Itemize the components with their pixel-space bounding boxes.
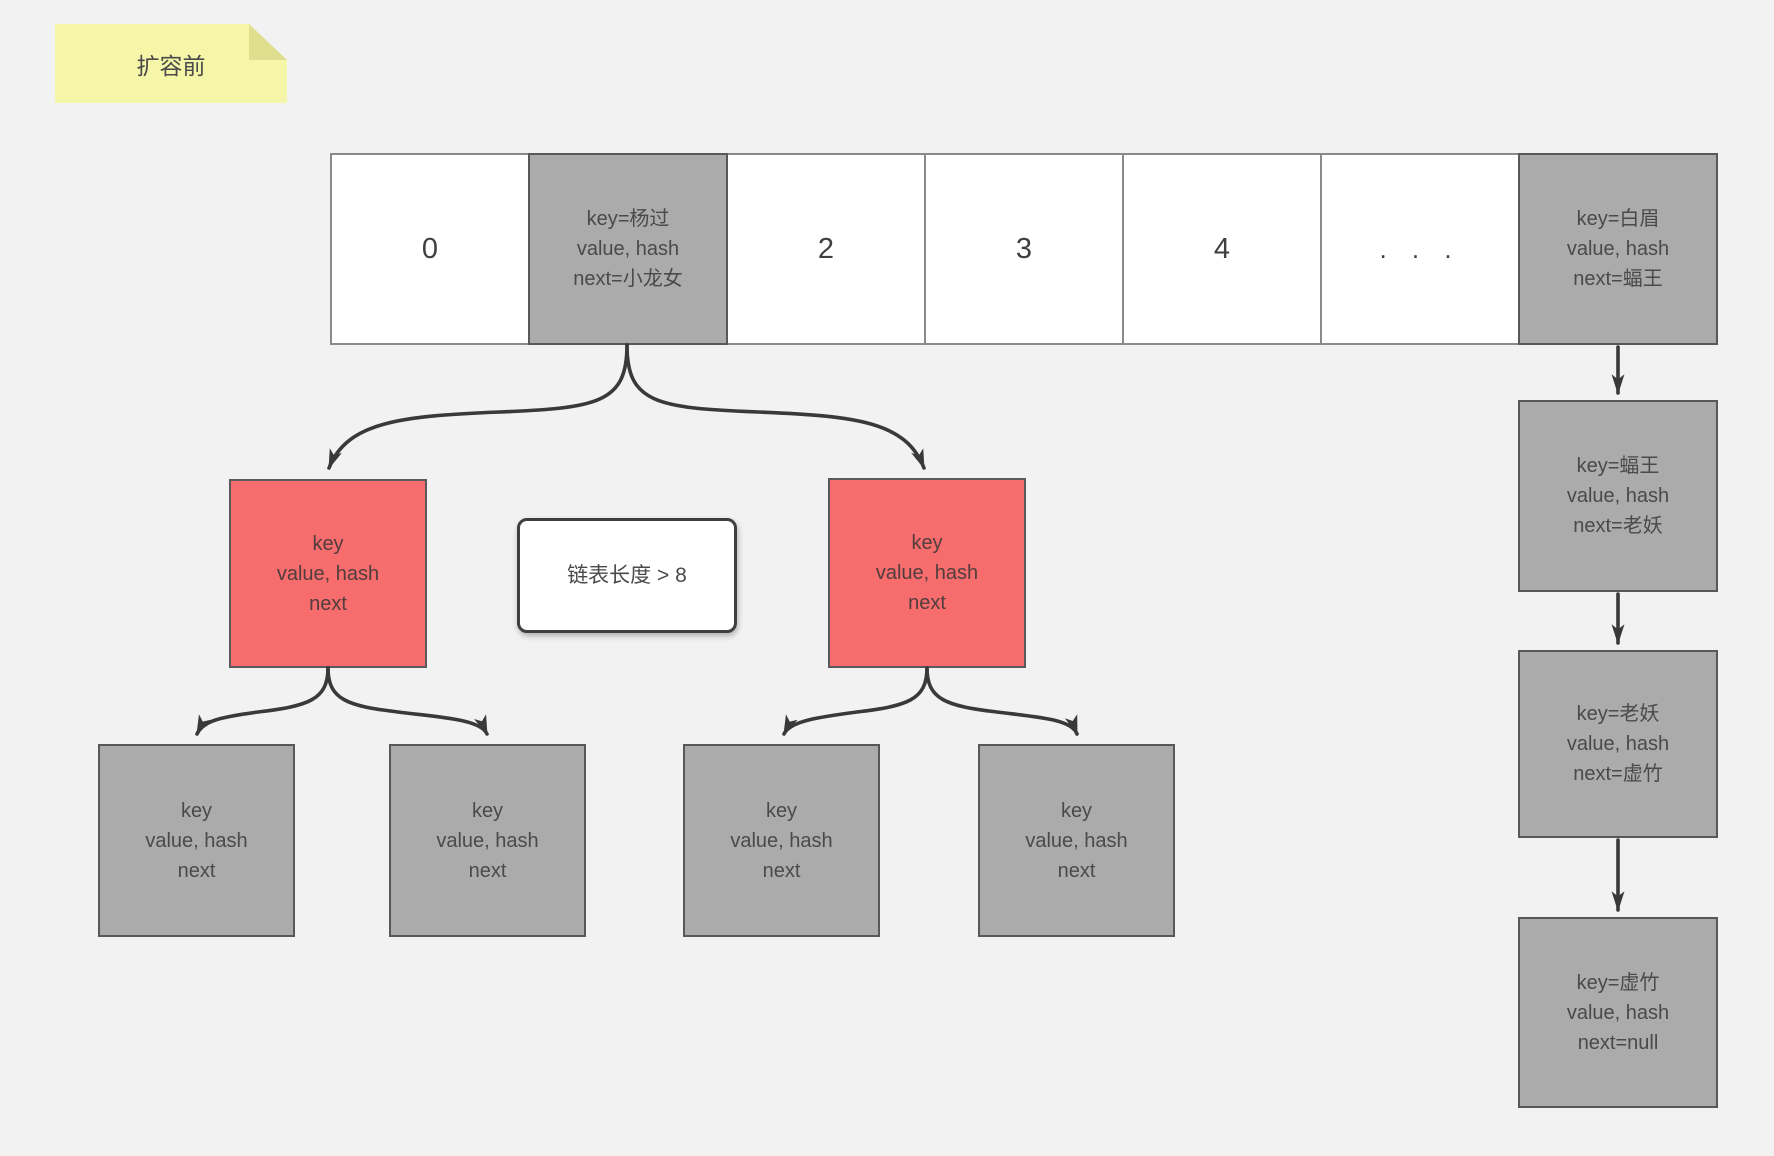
array-cell-3: 3	[924, 153, 1124, 345]
arrow-rightred-to-leaf4	[925, 666, 1079, 736]
arrow-leftred-to-leaf1	[195, 666, 330, 736]
array-cell-2: 2	[726, 153, 926, 345]
sticky-note-fold-corner	[249, 24, 287, 60]
condition-box: 链表长度 > 8	[517, 518, 737, 633]
array-cell-0: 0	[330, 153, 530, 345]
array-cell-ellipsis-label: . . .	[1379, 234, 1461, 264]
array-cell-2-label: 2	[817, 233, 835, 265]
arrow-leftred-to-leaf2	[326, 666, 489, 736]
sticky-note-label: 扩容前	[136, 52, 206, 79]
condition-label: 链表长度 > 8	[567, 563, 687, 587]
array-cell-0-label: 0	[421, 233, 439, 265]
array-cell-4: 4	[1122, 153, 1322, 345]
array-cell-ellipsis: . . .	[1320, 153, 1520, 345]
array-cell-4-label: 4	[1213, 233, 1231, 265]
arrow-bucket-to-left-red	[327, 343, 629, 470]
arrow-bucket-to-right-red	[625, 343, 926, 470]
sticky-note: 扩容前	[55, 24, 287, 103]
arrow-rightred-to-leaf3	[782, 666, 929, 736]
array-cell-3-label: 3	[1015, 233, 1033, 265]
